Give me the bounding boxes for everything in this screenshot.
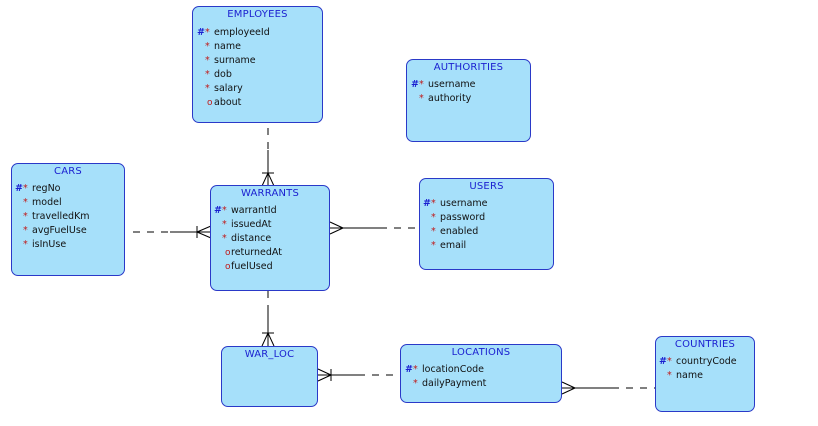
entity-users[interactable]: USERS # * username * password * enabled … xyxy=(419,178,554,270)
entity-title: EMPLOYEES xyxy=(227,9,288,20)
entity-title: LOCATIONS xyxy=(451,347,511,358)
rel-locations-warloc-crow-b xyxy=(317,374,332,382)
entity-cars[interactable]: CARS # * regNo * model * travelledKm * a… xyxy=(11,163,125,276)
attribute-marker: * xyxy=(23,197,28,208)
rel-users-warrants-crow-b xyxy=(329,227,344,235)
attribute-marker: o xyxy=(225,248,231,258)
rel-warrants-warloc-crow-l xyxy=(261,332,269,347)
attribute-marker: * xyxy=(431,240,436,251)
attribute-marker: * xyxy=(413,378,418,389)
attribute-name: distance xyxy=(231,233,272,244)
attribute-marker: o xyxy=(225,262,231,272)
attribute-name: regNo xyxy=(32,183,61,194)
attribute-marker: * xyxy=(413,364,418,375)
attribute-marker: * xyxy=(222,219,227,230)
attribute-name: username xyxy=(440,198,488,209)
attribute-name: salary xyxy=(214,83,243,94)
primary-key-marker: # xyxy=(411,79,419,90)
entity-war-loc[interactable]: WAR_LOC xyxy=(221,346,318,407)
entity-title: AUTHORITIES xyxy=(433,62,504,73)
entity-countries[interactable]: COUNTRIES # * countryCode * name xyxy=(655,336,755,412)
attribute-marker: * xyxy=(419,79,424,90)
entity-title: WARRANTS xyxy=(240,188,300,199)
attribute-name: enabled xyxy=(440,226,479,237)
rel-cars-warrants-crow-t xyxy=(196,225,212,233)
attribute-name: locationCode xyxy=(422,364,485,375)
rel-cars-warrants-crow-b xyxy=(196,231,212,239)
attribute-name: isInUse xyxy=(32,239,67,250)
attribute-marker: * xyxy=(23,239,28,250)
attribute-marker: * xyxy=(222,233,227,244)
primary-key-marker: # xyxy=(197,27,205,38)
attribute-marker: * xyxy=(205,83,210,94)
attribute-name: authority xyxy=(428,93,472,104)
attribute-name: issuedAt xyxy=(231,219,272,230)
entity-warrants[interactable]: WARRANTS # * warrantId * issuedAt * dist… xyxy=(210,185,330,291)
attribute-marker: * xyxy=(667,370,672,381)
rel-countries-locations-crow-t xyxy=(561,381,576,389)
attribute-name: avgFuelUse xyxy=(32,225,87,236)
primary-key-marker: # xyxy=(15,183,23,194)
rel-warrants-warloc-crow-r xyxy=(267,332,275,347)
attribute-name: about xyxy=(214,97,242,108)
attribute-name: fuelUsed xyxy=(231,261,273,272)
attribute-name: model xyxy=(32,197,62,208)
attribute-marker: * xyxy=(431,212,436,223)
attribute-name: countryCode xyxy=(676,356,737,367)
attribute-name: employeeId xyxy=(214,27,270,38)
entity-locations[interactable]: LOCATIONS # * locationCode * dailyPaymen… xyxy=(400,344,562,403)
primary-key-marker: # xyxy=(214,205,222,216)
attribute-marker: * xyxy=(419,93,424,104)
primary-key-marker: # xyxy=(423,198,431,209)
attribute-marker: o xyxy=(207,98,213,108)
attribute-name: username xyxy=(428,79,476,90)
entity-title: COUNTRIES xyxy=(674,339,736,350)
rel-users-warrants-crow-t xyxy=(329,221,344,229)
attribute-marker: * xyxy=(667,356,672,367)
attribute-name: warrantId xyxy=(231,205,277,216)
attribute-marker: * xyxy=(23,225,28,236)
attribute-marker: * xyxy=(431,198,436,209)
primary-key-marker: # xyxy=(659,356,667,367)
rel-countries-locations-crow-b xyxy=(561,387,576,395)
attribute-marker: * xyxy=(205,27,210,38)
entity-title: CARS xyxy=(54,166,82,177)
attribute-name: dailyPayment xyxy=(422,378,487,389)
attribute-name: name xyxy=(214,41,241,52)
attribute-marker: * xyxy=(431,226,436,237)
rel-employees-warrants-crow-l xyxy=(261,172,269,187)
attribute-name: returnedAt xyxy=(231,247,282,258)
attribute-marker: * xyxy=(205,41,210,52)
entity-employees[interactable]: EMPLOYEES # * employeeId * name * surnam… xyxy=(192,6,323,123)
primary-key-marker: # xyxy=(405,364,413,375)
attribute-marker: * xyxy=(23,211,28,222)
attribute-marker: * xyxy=(205,69,210,80)
rel-employees-warrants-crow-r xyxy=(267,172,275,187)
attribute-name: password xyxy=(440,212,486,223)
entity-title: USERS xyxy=(469,181,504,192)
entity-title: WAR_LOC xyxy=(244,349,295,360)
attribute-marker: * xyxy=(222,205,227,216)
attribute-name: email xyxy=(440,240,467,251)
attribute-marker: * xyxy=(205,55,210,66)
entity-authorities[interactable]: AUTHORITIES # * username * authority xyxy=(406,59,531,142)
attribute-name: surname xyxy=(214,55,256,66)
attribute-marker: * xyxy=(23,183,28,194)
rel-locations-warloc-crow-t xyxy=(317,368,332,376)
attribute-name: travelledKm xyxy=(32,211,90,222)
attribute-name: dob xyxy=(214,69,232,80)
attribute-name: name xyxy=(676,370,703,381)
